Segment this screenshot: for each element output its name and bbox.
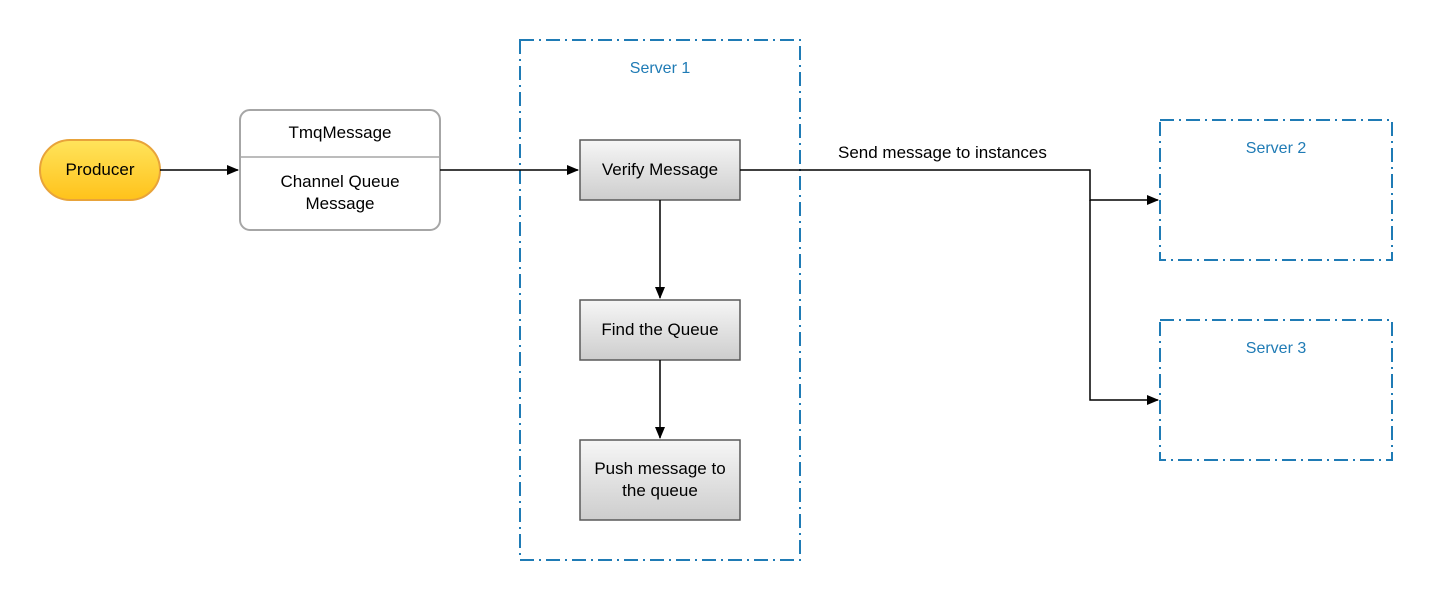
tmq-message-title: TmqMessage: [288, 123, 392, 142]
server2-label: Server 2: [1245, 140, 1307, 157]
server1-container: [519, 39, 801, 561]
verify-message-label: Verify Message: [601, 160, 719, 179]
server3-container: [1159, 319, 1393, 461]
tmq-message-body: Channel Queue Message: [280, 172, 400, 213]
send-message-edge-label: Send message to instances: [838, 143, 1047, 162]
find-queue-label: Find the Queue: [601, 320, 719, 339]
push-message-label: Push message to the queue: [594, 459, 726, 500]
edge-verify-to-server3: [1089, 200, 1159, 405]
producer-label: Producer: [65, 160, 135, 179]
server3-label: Server 3: [1245, 340, 1307, 357]
push-message-box: [579, 439, 741, 521]
edge-verify-to-server2: [740, 169, 1159, 205]
find-queue-box: [579, 299, 741, 361]
server2-container: [1159, 119, 1393, 261]
server1-label: Server 1: [629, 60, 691, 77]
